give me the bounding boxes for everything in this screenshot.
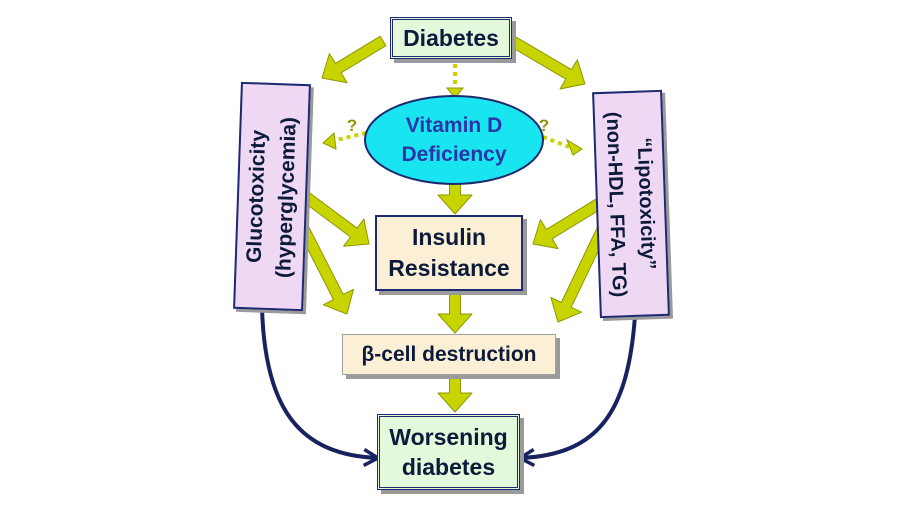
dotted-arrow-vitamind-lipotoxicity [542, 135, 573, 150]
beta-cell-node: β-cell destruction [342, 334, 556, 375]
dotted-arrow-head-down [445, 87, 465, 99]
arrow-glucotoxicity-to-betacell [291, 213, 354, 315]
vitamin-d-line-1: Vitamin D [405, 114, 503, 137]
arrow-diabetes-to-glucotoxicity [321, 35, 387, 84]
curve-arrow-glucotoxicity-to-worsening [260, 307, 382, 468]
arrow-vitamind-to-insulin [437, 179, 473, 215]
worsening-line-1: Worsening [389, 424, 508, 450]
glucotoxicity-node: Glucotoxicity (hyperglycemia) [233, 81, 311, 312]
curve-arrow-lipotoxicity-to-worsening [516, 315, 637, 468]
diabetes-label: Diabetes [403, 24, 499, 51]
insulin-resistance-line-2: Resistance [388, 255, 510, 281]
arrow-insulin-to-betacell [437, 291, 473, 334]
question-mark-left: ? [347, 116, 357, 135]
arrow-diabetes-to-lipotoxicity [508, 35, 586, 90]
lipotoxicity-line-2: (non-HDL, FFA, TG) [601, 111, 631, 298]
diabetes-node: Diabetes [390, 17, 512, 59]
lipotoxicity-node: “Lipotoxicity” (non-HDL, FFA, TG) [592, 89, 670, 319]
insulin-resistance-node: Insulin Resistance [375, 215, 523, 291]
glucotoxicity-text: Glucotoxicity (hyperglycemia) [239, 115, 305, 278]
worsening-line-2: diabetes [401, 454, 496, 480]
question-mark-right: ? [539, 116, 549, 135]
glucotoxicity-line-2: (hyperglycemia) [272, 116, 301, 278]
lipotoxicity-text: “Lipotoxicity” (non-HDL, FFA, TG) [598, 110, 664, 297]
insulin-resistance-line-1: Insulin [411, 224, 487, 250]
dotted-arrow-head-left [322, 131, 337, 150]
dotted-arrow-head-right [565, 138, 583, 156]
arrow-betacell-to-worsening [437, 375, 473, 413]
beta-cell-label: β-cell destruction [361, 342, 537, 366]
worsening-diabetes-node: Worsening diabetes [377, 414, 520, 490]
yellow-arrow-group [291, 35, 614, 413]
dotted-arrow-vitamind-glucotoxicity [331, 131, 367, 143]
vitamin-d-ellipse [364, 95, 544, 185]
vitamin-d-node: Vitamin D Deficiency [366, 100, 542, 180]
vitamin-d-line-2: Deficiency [401, 143, 507, 166]
arrow-glucotoxicity-to-insulin [302, 192, 370, 247]
